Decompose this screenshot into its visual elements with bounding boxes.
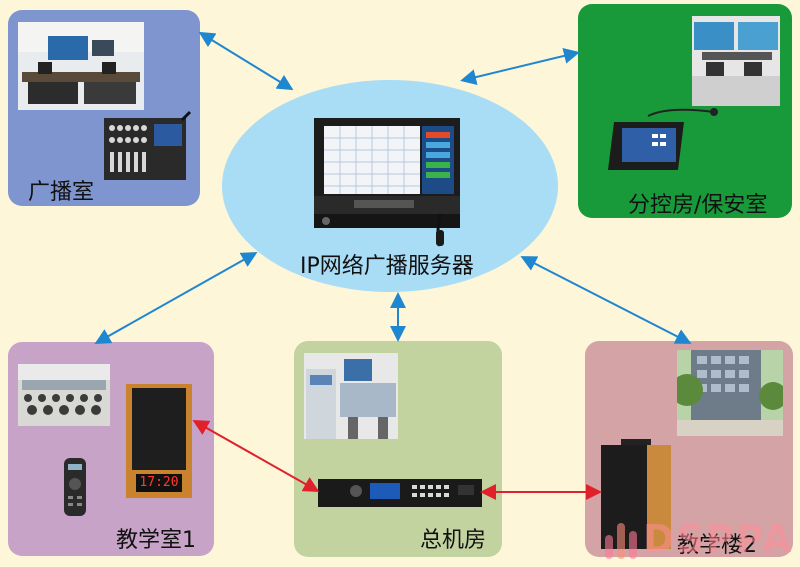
control-room-box: 分控房/保安室 (578, 4, 792, 218)
control-room-label: 分控房/保安室 (628, 193, 768, 218)
brand-watermark: DSPPA (605, 515, 794, 563)
broadcast-room-label: 广播室 (28, 180, 95, 205)
classroom-label: 教学室1 (116, 528, 196, 553)
classroom-photo (18, 364, 110, 426)
paging-mic-photo (608, 104, 720, 176)
mixer-console-photo (104, 110, 192, 180)
control-room-photo (692, 16, 780, 106)
machine-room-label: 总机房 (420, 528, 487, 553)
broadcast-room-photo (18, 22, 144, 110)
broadcast-room-box: 广播室 (8, 10, 200, 206)
arrow-control-server (460, 48, 580, 85)
server-label: IP网络广播服务器 (300, 254, 474, 279)
machine-room-box: 总机房 (294, 341, 502, 557)
arrow-broadcast-server (198, 31, 294, 91)
amplifier-rack-photo (318, 477, 482, 509)
remote-control-photo (64, 458, 86, 516)
clock-display: 17:20 (139, 475, 179, 490)
classroom-box: 17:20 教学室1 (8, 342, 214, 556)
wall-speaker-photo: 17:20 (126, 384, 192, 498)
arrow-classroom-server (94, 252, 258, 344)
arrow-building-server (520, 256, 692, 344)
watermark-text: DSPPA (643, 517, 794, 561)
teaching-building-box: 教学楼2 (585, 341, 793, 558)
brand-logo-icon (605, 523, 637, 559)
teaching-building-label: 教学楼2 (677, 533, 757, 558)
ip-server-photo (314, 118, 464, 250)
building-photo (677, 350, 783, 436)
arrow-classroom-machine (192, 420, 320, 492)
